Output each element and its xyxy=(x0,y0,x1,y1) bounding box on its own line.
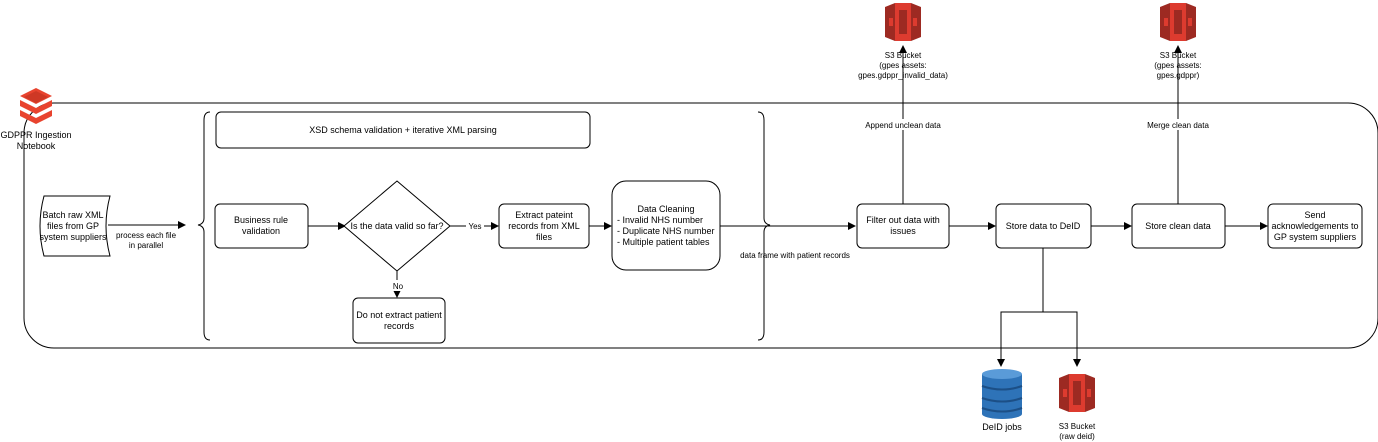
no-extract-label-1: Do not extract patient xyxy=(356,310,442,320)
append-label: Append unclean data xyxy=(865,121,941,130)
dynamodb-icon xyxy=(981,369,1023,419)
xsd-label: XSD schema validation + iterative XML pa… xyxy=(309,125,497,135)
s3-invalid-label-3: gpes.gdppr_invalid_data) xyxy=(858,71,948,80)
parallel-label-1: process each file xyxy=(116,231,177,240)
s3-invalid-label-2: (gpes assets: xyxy=(879,61,927,70)
notebook-container xyxy=(23,102,1378,349)
filter-label-2: issues xyxy=(890,226,916,236)
send-ack-label-2: acknowledgements to xyxy=(1271,221,1358,231)
business-rule-label-1: Business rule xyxy=(234,215,288,225)
s3-bucket-icon xyxy=(1059,374,1095,412)
s3-clean-label-3: gpes.gdppr) xyxy=(1157,71,1200,80)
xsd-banner xyxy=(215,111,591,149)
cleaning-item-1: - Invalid NHS number xyxy=(617,215,703,225)
send-ack-label-3: GP system suppliers xyxy=(1274,232,1357,242)
no-extract-box xyxy=(352,297,446,344)
decision-label: Is the data valid so far? xyxy=(350,221,443,231)
extract-label-2: records from XML xyxy=(508,221,580,231)
s3-bucket-icon xyxy=(1160,3,1196,41)
batch-label-3: system suppliers xyxy=(39,232,107,242)
cleaning-item-3: - Multiple patient tables xyxy=(617,237,710,247)
cleaning-title: Data Cleaning xyxy=(637,204,694,214)
extract-label-3: files xyxy=(536,232,553,242)
send-ack-box xyxy=(1267,203,1363,249)
yes-label: Yes xyxy=(468,222,481,231)
no-label: No xyxy=(393,282,404,291)
business-rule-label-2: validation xyxy=(242,226,280,236)
notebook-label: GDPPR Ingestion xyxy=(0,130,71,140)
group-bracket-left xyxy=(197,111,211,341)
s3-bucket-icon xyxy=(885,3,921,41)
databricks-icon xyxy=(20,88,52,124)
parallel-label-2: in parallel xyxy=(129,241,163,250)
s3-invalid-label-1: S3 Bucket xyxy=(885,51,922,60)
extract-label-1: Extract pateint xyxy=(515,210,573,220)
s3-clean-label-1: S3 Bucket xyxy=(1160,51,1197,60)
cleaning-item-2: - Duplicate NHS number xyxy=(617,226,715,236)
batch-xml-files xyxy=(39,195,111,257)
batch-label-2: files from GP xyxy=(47,221,99,231)
group-bracket-right xyxy=(757,111,771,341)
s3-raw-label-1: S3 Bucket xyxy=(1059,422,1096,431)
s3-raw-label-2: (raw deid) xyxy=(1059,432,1095,441)
batch-label-1: Batch raw XML xyxy=(42,210,103,220)
store-deid-label: Store data to DeID xyxy=(1006,221,1081,231)
no-extract-label-2: records xyxy=(384,321,415,331)
deid-jobs-label: DeID jobs xyxy=(982,422,1022,432)
merge-label: Merge clean data xyxy=(1147,121,1209,130)
send-ack-label-1: Send xyxy=(1304,210,1325,220)
arrow-deid-jobs xyxy=(997,248,1044,367)
dataframe-label: data frame with patient records xyxy=(740,251,850,260)
s3-clean-label-2: (gpes assets: xyxy=(1154,61,1202,70)
store-clean-label: Store clean data xyxy=(1145,221,1211,231)
filter-label-1: Filter out data with xyxy=(866,215,940,225)
arrow-s3-raw xyxy=(1043,311,1081,367)
notebook-label-2: Notebook xyxy=(17,141,56,151)
